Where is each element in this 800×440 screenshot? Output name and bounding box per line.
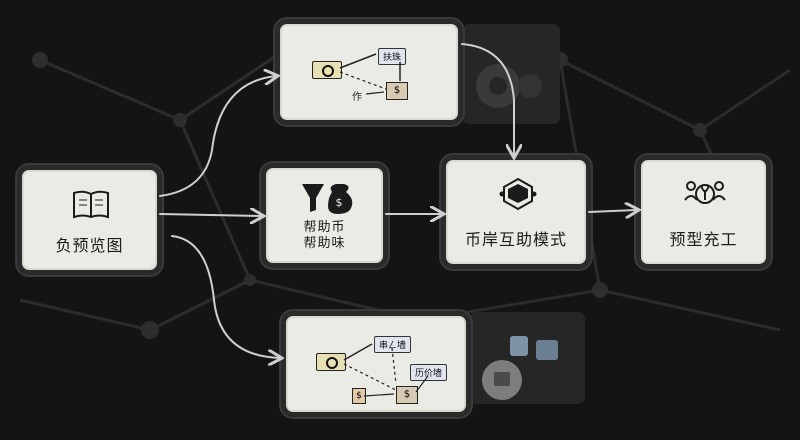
- hexagon-network-icon: [499, 177, 537, 211]
- ghost-card-bottom: [470, 312, 585, 404]
- node-help-line1: 帮助币: [303, 220, 346, 235]
- dollar-box-left: $: [352, 388, 366, 404]
- node-overview-label: 负预览图: [55, 236, 124, 255]
- node-hub-label: 币岸互助模式: [464, 230, 567, 249]
- bottom-tag-2: 历价墙: [410, 364, 448, 381]
- gear-icon: [476, 64, 542, 108]
- top-detail-panel[interactable]: 扶珠 作 $: [280, 24, 458, 120]
- dollar-box-2: $: [396, 386, 418, 404]
- bottom-tag-1: 串ㄥ墙: [374, 336, 412, 353]
- dollar-symbol-left: $: [356, 391, 362, 401]
- node-hub[interactable]: 币岸互助模式: [446, 160, 586, 264]
- dollar-symbol: $: [393, 85, 401, 96]
- book-icon: [73, 190, 109, 219]
- node-help[interactable]: $ 帮助币 帮助味: [266, 168, 383, 263]
- top-side-label: 作: [352, 92, 362, 103]
- dollar-symbol-2: $: [403, 389, 411, 400]
- svg-text:$: $: [336, 196, 343, 209]
- dollar-box: $: [386, 82, 408, 100]
- eye-card-icon: [312, 61, 342, 79]
- node-build[interactable]: 预型充工: [641, 160, 766, 264]
- bottom-detail-panel[interactable]: 串ㄥ墙 历价墙 $ $: [286, 316, 466, 412]
- node-help-line2: 帮助味: [303, 236, 346, 251]
- top-tag-1: 扶珠: [378, 48, 407, 65]
- funnel-moneybag-icon: $: [302, 184, 353, 214]
- people-growth-icon: [684, 181, 726, 204]
- node-overview[interactable]: 负预览图: [22, 170, 157, 270]
- eye-card-icon-2: [316, 353, 346, 371]
- ghost-card-top: [462, 24, 560, 124]
- node-build-label: 预型充工: [669, 230, 738, 249]
